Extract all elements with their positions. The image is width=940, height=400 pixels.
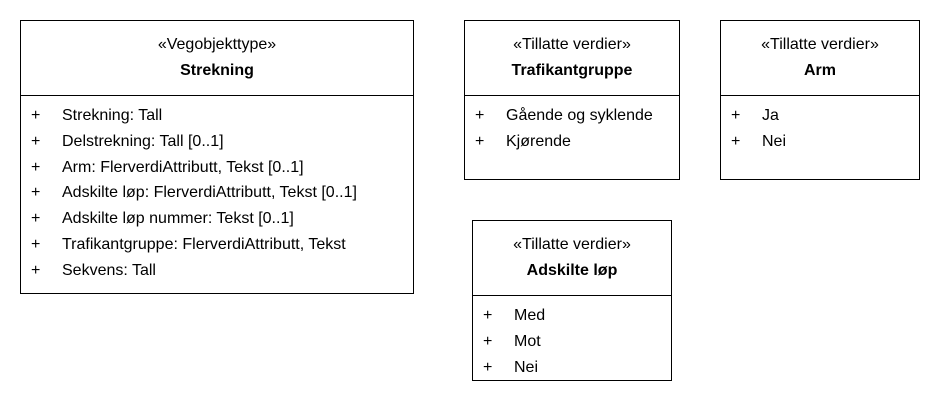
stereotype-label: «Vegobjekttype» — [157, 36, 277, 53]
visibility-marker: + — [31, 107, 41, 124]
visibility-marker: + — [483, 332, 493, 350]
attribute-text: Sekvens: Tall — [62, 261, 156, 279]
attribute-row: + Arm: FlerverdiAttributt, Tekst [0..1] — [21, 155, 413, 181]
value-text: Kjørende — [506, 132, 571, 150]
value-list: + Ja + Nei — [721, 96, 919, 155]
visibility-marker: + — [31, 158, 41, 176]
value-text: Gående og syklende — [506, 107, 653, 124]
attribute-text: Adskilte løp nummer: Tekst [0..1] — [62, 210, 294, 228]
class-arm: «Tillatte verdier» Arm + Ja + Nei — [720, 20, 920, 180]
value-text: Med — [514, 307, 546, 324]
attribute-text: Arm: FlerverdiAttributt, Tekst [0..1] — [62, 158, 304, 176]
class-header: «Tillatte verdier» Trafikantgruppe — [465, 21, 679, 96]
attribute-text: Delstrekning: Tall [0..1] — [62, 132, 224, 150]
attribute-row: + Trafikantgruppe: FlerverdiAttributt, T… — [21, 232, 413, 258]
attribute-row: + Adskilte løp nummer: Tekst [0..1] — [21, 206, 413, 232]
class-name: Arm — [803, 62, 836, 79]
visibility-marker: + — [475, 107, 485, 124]
value-row: + Mot — [473, 329, 671, 355]
visibility-marker: + — [31, 210, 41, 228]
stereotype-label: «Tillatte verdier» — [513, 236, 631, 253]
visibility-marker: + — [31, 184, 41, 202]
class-header: «Tillatte verdier» Adskilte løp — [473, 221, 671, 296]
class-header: «Tillatte verdier» Arm — [721, 21, 919, 96]
value-text: Nei — [514, 358, 539, 376]
attribute-row: + Strekning: Tall — [21, 103, 413, 129]
value-row: + Kjørende — [465, 129, 679, 155]
attribute-row: + Adskilte løp: FlerverdiAttributt, Teks… — [21, 180, 413, 206]
class-adskilte-lop: «Tillatte verdier» Adskilte løp + Med + … — [472, 220, 672, 381]
class-name: Adskilte løp — [526, 262, 618, 279]
visibility-marker: + — [483, 307, 493, 324]
attribute-row: + Delstrekning: Tall [0..1] — [21, 129, 413, 155]
value-text: Mot — [514, 332, 541, 350]
visibility-marker: + — [731, 107, 741, 124]
attribute-text: Adskilte løp: FlerverdiAttributt, Tekst … — [62, 184, 357, 202]
value-text: Ja — [762, 107, 779, 124]
stereotype-label: «Tillatte verdier» — [761, 36, 879, 53]
attribute-row: + Sekvens: Tall — [21, 258, 413, 284]
visibility-marker: + — [483, 358, 493, 376]
value-list: + Gående og syklende + Kjørende — [465, 96, 679, 155]
visibility-marker: + — [31, 235, 41, 253]
class-trafikantgruppe: «Tillatte verdier» Trafikantgruppe + Gåe… — [464, 20, 680, 180]
visibility-marker: + — [31, 261, 41, 279]
class-header: «Vegobjekttype» Strekning — [21, 21, 413, 96]
stereotype-label: «Tillatte verdier» — [513, 36, 631, 53]
class-name: Strekning — [180, 62, 254, 79]
value-row: + Gående og syklende — [465, 103, 679, 129]
value-row: + Nei — [721, 129, 919, 155]
value-row: + Ja — [721, 103, 919, 129]
class-name: Trafikantgruppe — [511, 62, 633, 79]
attribute-text: Strekning: Tall — [62, 107, 163, 124]
attribute-text: Trafikantgruppe: FlerverdiAttributt, Tek… — [62, 235, 346, 253]
value-row: + Nei — [473, 355, 671, 381]
value-list: + Med + Mot + Nei — [473, 296, 671, 380]
value-row: + Med — [473, 303, 671, 329]
class-strekning: «Vegobjekttype» Strekning + Strekning: T… — [20, 20, 414, 294]
visibility-marker: + — [31, 132, 41, 150]
value-text: Nei — [762, 132, 787, 150]
visibility-marker: + — [731, 132, 741, 150]
attribute-list: + Strekning: Tall + Delstrekning: Tall [… — [21, 96, 413, 284]
visibility-marker: + — [475, 132, 485, 150]
